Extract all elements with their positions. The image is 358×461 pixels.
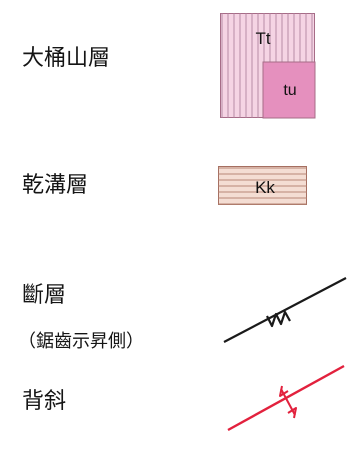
tatungshan-formation-swatch: Tt tu xyxy=(220,13,316,119)
legend-label: 背斜 xyxy=(22,389,67,414)
swatch-code-kk: Kk xyxy=(255,178,275,197)
kankou-formation-swatch: Kk xyxy=(218,166,307,205)
legend-label: 大桶山層 xyxy=(22,46,111,71)
legend-label: 斷層 xyxy=(22,283,67,308)
anticline-line-symbol xyxy=(227,364,345,432)
swatch-code-tt: Tt xyxy=(255,29,270,48)
legend-sublabel: （鋸齒示昇側） xyxy=(18,331,144,352)
fault-line-symbol xyxy=(223,277,347,343)
swatch-code-tu: tu xyxy=(283,82,296,99)
legend-label: 乾溝層 xyxy=(22,173,89,198)
